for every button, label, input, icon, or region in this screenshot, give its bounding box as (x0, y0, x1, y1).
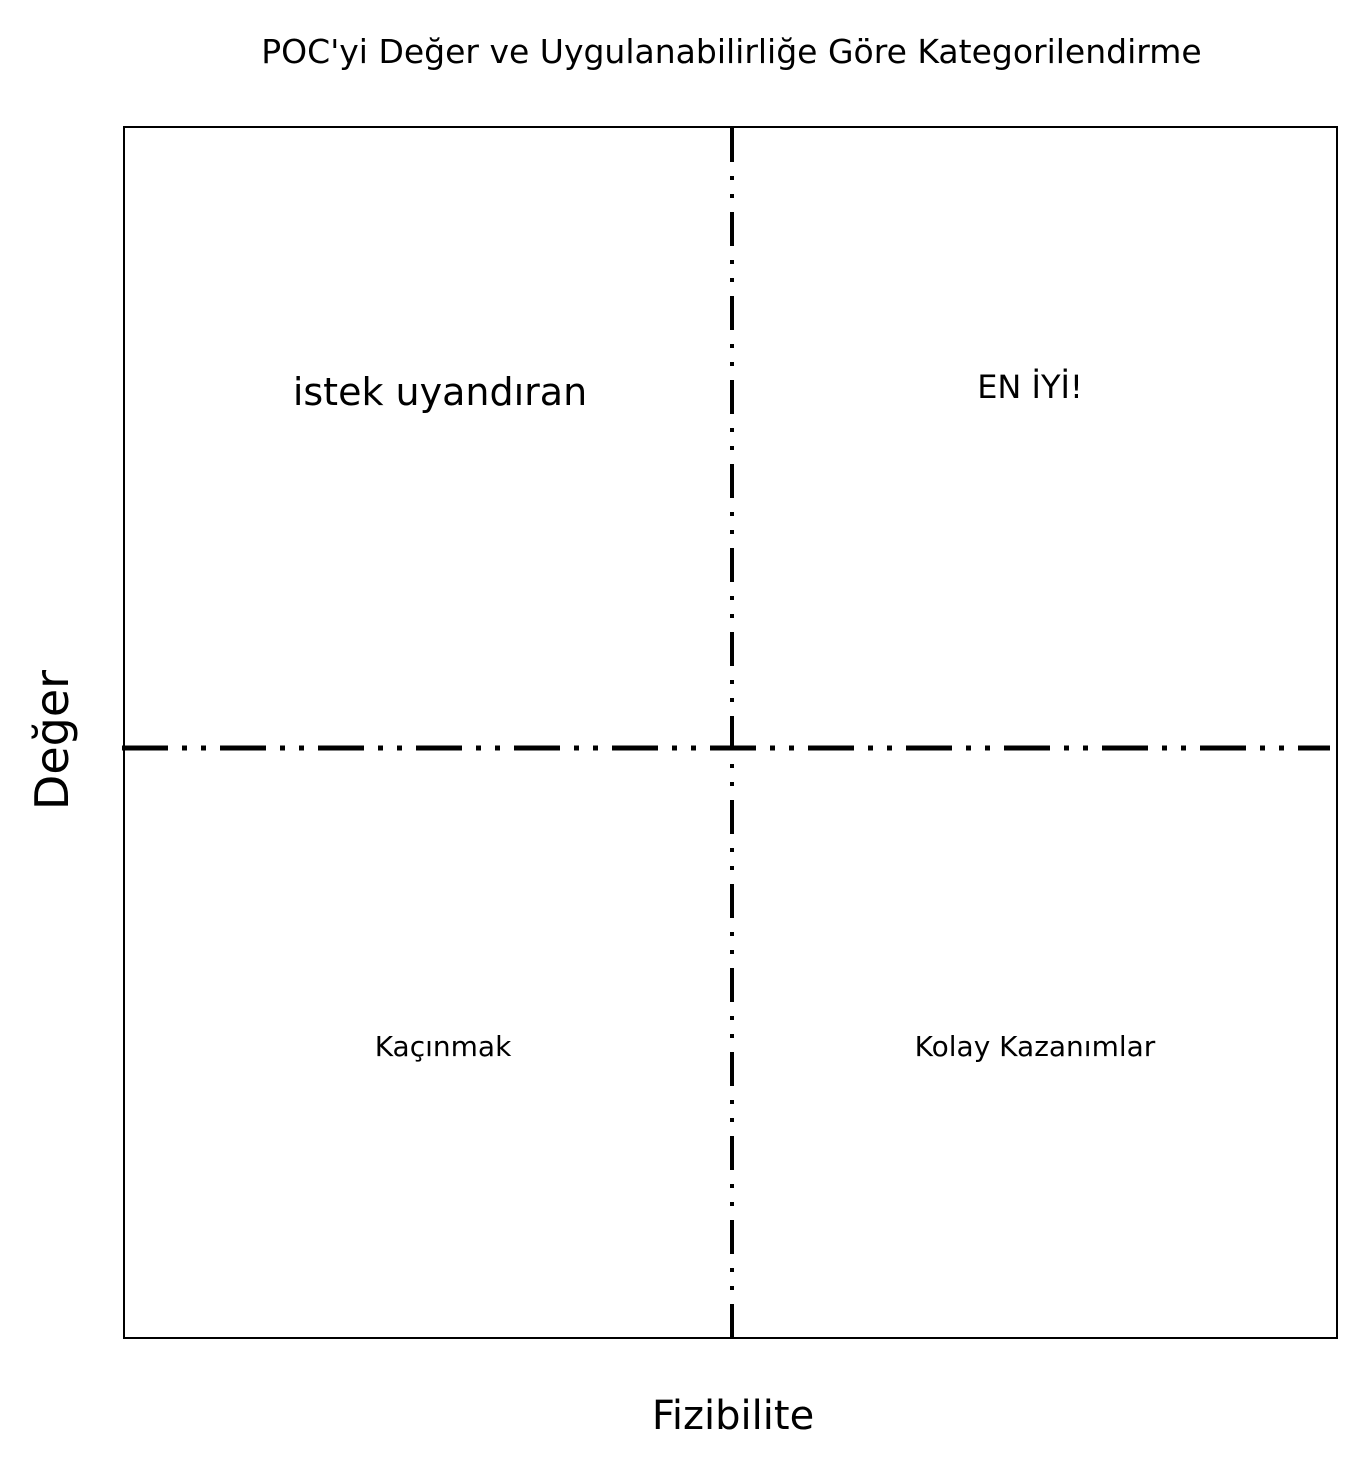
y-axis-label: Değer (25, 669, 79, 811)
quadrant-label-bottom-right: Kolay Kazanımlar (914, 1030, 1156, 1063)
quadrant-label-bottom-left: Kaçınmak (374, 1030, 512, 1063)
quadrant-label-top-right: EN İYİ! (977, 368, 1083, 406)
quadrant-label-top-left: istek uyandıran (292, 370, 588, 414)
diagram-title: POC'yi Değer ve Uygulanabilirliğe Göre K… (261, 32, 1202, 71)
title-area: POC'yi Değer ve Uygulanabilirliğe Göre K… (0, 0, 1349, 100)
x-axis-label: Fizibilite (651, 1393, 815, 1439)
